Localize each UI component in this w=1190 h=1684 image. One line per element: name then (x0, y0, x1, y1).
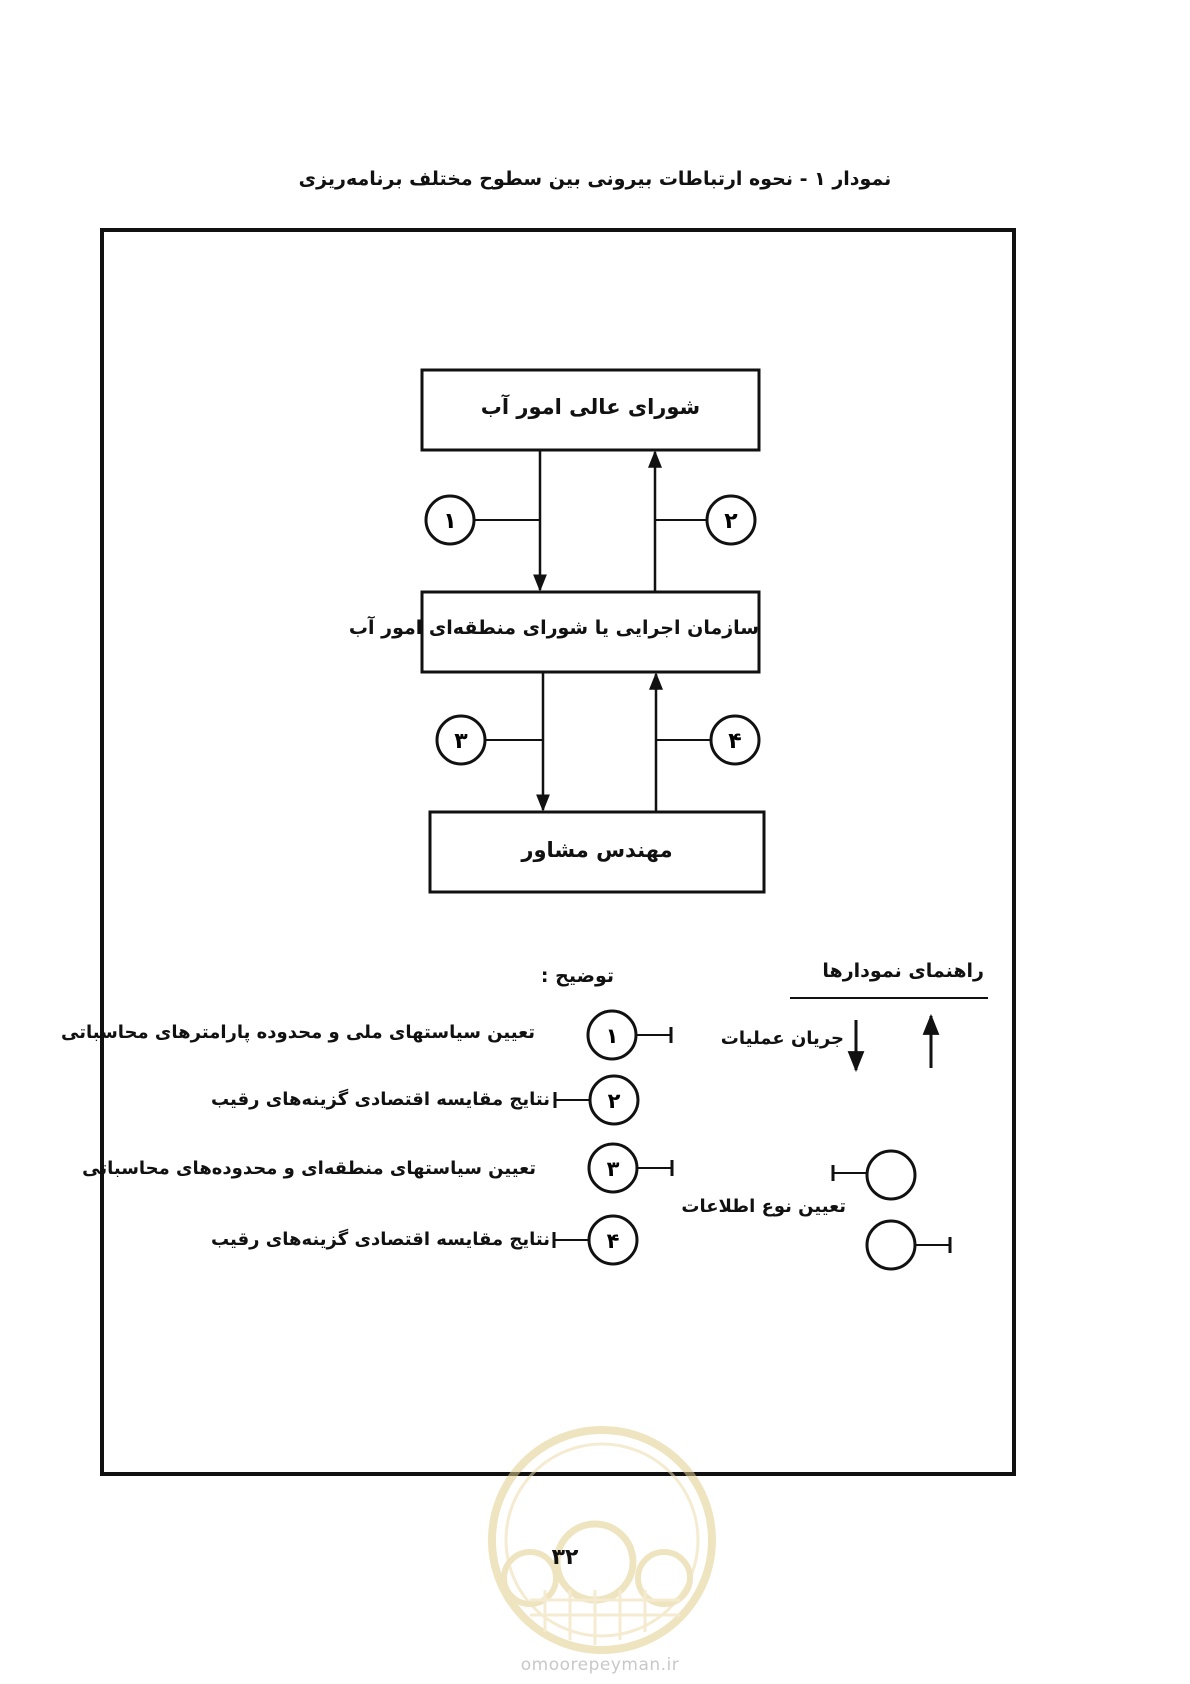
watermark-seal (488, 1426, 716, 1654)
explanation-number-2: ۲ (608, 1089, 621, 1113)
node-label-top: شورای عالی امور آب (480, 395, 701, 419)
legend-circle-icon-a (865, 1149, 917, 1201)
node-box-top (420, 368, 761, 452)
connector-circle-3 (435, 714, 487, 766)
page-number: ۳۲ (551, 1545, 579, 1570)
watermark-site: omoorepeyman.ir (520, 1655, 680, 1675)
diagram-frame (100, 228, 1016, 1476)
explanation-number-4: ۴ (607, 1229, 620, 1253)
explanation-text-4: نتایج مقایسه اقتصادی گزینه‌های رقیب (210, 1229, 550, 1250)
connector-number-4: ۴ (728, 729, 741, 754)
legend-info-label: تعیین نوع اطلاعات (681, 1196, 846, 1217)
connector-number-1: ۱ (443, 509, 456, 534)
legend-guide-title: راهنمای نمودارها (822, 960, 984, 982)
node-label-bottom: مهندس مشاور (521, 838, 673, 862)
node-box-middle (420, 590, 761, 674)
connector-circle-2 (705, 494, 757, 546)
explanation-text-2: نتایج مقایسه اقتصادی گزینه‌های رقیب (210, 1089, 550, 1110)
connector-number-2: ۲ (724, 509, 738, 534)
explanation-text-3: تعیین سیاستهای منطقه‌ای و محدوده‌های محا… (82, 1158, 536, 1179)
connector-circle-4 (709, 714, 761, 766)
explanation-number-1: ۱ (606, 1024, 619, 1048)
explanation-text-1: تعیین سیاستهای ملی و محدوده پارامترهای م… (61, 1022, 535, 1043)
diagram-title: نمودار ۱ - نحوه ارتباطات بیرونی بین سطوح… (298, 168, 892, 190)
node-box-bottom (428, 810, 766, 894)
connector-circle-1 (424, 494, 476, 546)
explanation-title: توضیح : (540, 965, 614, 987)
connector-number-3: ۳ (454, 729, 468, 754)
legend-circle-icon-b (865, 1219, 917, 1271)
legend-flow-label: جریان عملیات (720, 1028, 844, 1049)
explanation-number-3: ۳ (607, 1157, 620, 1181)
node-label-middle: سازمان اجرایی یا شورای منطقه‌ای امور آب (348, 617, 759, 639)
